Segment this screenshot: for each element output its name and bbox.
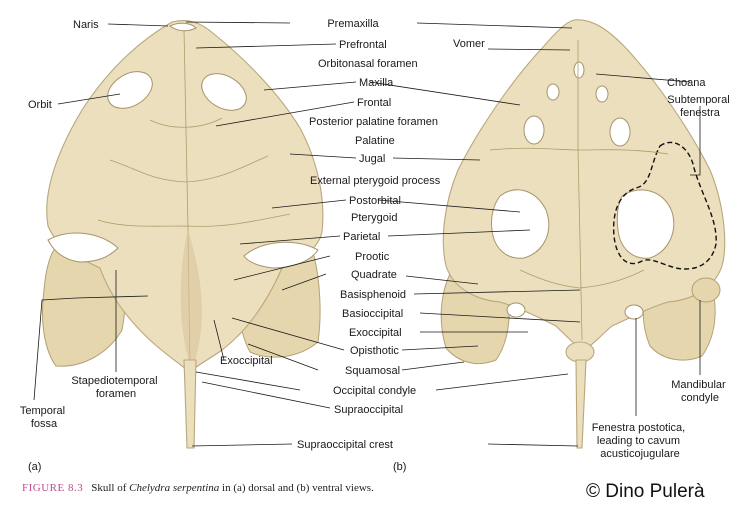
label-stapediotemporal-foramen: Stapediotemporal foramen [71, 375, 160, 400]
ventral-supraoccipital-crest [575, 359, 587, 449]
label-premaxilla: Premaxilla [327, 18, 379, 30]
dorsal-supraoccipital-crest [183, 359, 197, 449]
labels: Naris Orbit Premaxilla Prefrontal Orbito… [20, 18, 732, 473]
label-maxilla: Maxilla [359, 77, 394, 89]
label-mandibular-condyle: Mandibular condyle [671, 379, 728, 404]
label-quadrate: Quadrate [351, 269, 397, 281]
dorsal-left-temporal-fossa [47, 232, 119, 263]
label-vomer: Vomer [453, 38, 485, 50]
ventral-midline-suture [577, 40, 583, 341]
caption-part-3: in (a) dorsal and (b) ventral views. [219, 482, 374, 494]
fenestra-postotica-line-2: leading to cavum [597, 435, 680, 447]
dorsal-right-temporal-fossa [243, 241, 319, 269]
caption-part-1: Skull of [91, 482, 130, 494]
stapediotemporal-line-1: Stapediotemporal [71, 375, 157, 387]
ventral-left-fenestra-postotica [506, 302, 526, 318]
dorsal-shadow [180, 230, 202, 370]
ventral-left-posterior-palatine-foramen [523, 115, 545, 145]
label-occipital-condyle: Occipital condyle [333, 385, 416, 397]
label-postorbital: Postorbital [349, 195, 401, 207]
label-squamosal: Squamosal [345, 365, 400, 377]
ventral-skull [440, 19, 726, 449]
ventral-right-fenestra-postotica [624, 304, 644, 320]
dorsal-suture-2 [109, 155, 269, 183]
label-fenestra-postotica: Fenestra postotica, leading to cavum acu… [592, 422, 689, 460]
dorsal-suture-1 [149, 117, 223, 128]
stapediotemporal-line-2: foramen [96, 388, 136, 400]
label-frontal: Frontal [357, 97, 391, 109]
label-exoccipital-center: Exoccipital [349, 327, 402, 339]
ventral-left-orbitonasal-foramen [546, 83, 560, 101]
label-pterygoid: Pterygoid [351, 212, 397, 224]
dorsal-suture-3 [97, 213, 291, 227]
ventral-left-subtemporal-fenestra [491, 189, 550, 259]
label-parietal: Parietal [343, 231, 380, 243]
fenestra-postotica-line-1: Fenestra postotica, [592, 422, 686, 434]
label-prootic: Prootic [355, 251, 390, 263]
mandibular-line-1: Mandibular [671, 379, 726, 391]
label-supraoccipital: Supraoccipital [334, 404, 403, 416]
temporal-fossa-line-1: Temporal [20, 405, 65, 417]
ventral-occipital-condyle [565, 341, 595, 363]
label-jugal: Jugal [359, 153, 385, 165]
label-orbit: Orbit [28, 99, 52, 111]
mandibular-line-2: condyle [681, 392, 719, 404]
figure-caption: FIGURE 8.3 Skull of Chelydra serpentina i… [22, 482, 374, 494]
panel-b-label: (b) [393, 461, 406, 473]
label-orbitonasal-foramen: Orbitonasal foramen [318, 58, 418, 70]
dorsal-right-orbit [201, 73, 247, 111]
label-supraoccipital-crest: Supraoccipital crest [297, 439, 393, 451]
ventral-right-orbitonasal-foramen [595, 85, 609, 103]
ventral-suture-1 [489, 147, 669, 155]
ventral-suture-2 [519, 269, 645, 289]
label-choana: Choana [667, 77, 706, 89]
fenestra-postotica-line-3: acusticojugulare [600, 448, 680, 460]
temporal-fossa-line-2: fossa [31, 418, 58, 430]
ventral-right-subtemporal-fenestra [616, 189, 675, 259]
label-temporal-fossa: Temporal fossa [20, 405, 68, 430]
subtemporal-line-2: fenestra [680, 107, 721, 119]
label-palatine: Palatine [355, 135, 395, 147]
label-posterior-palatine-foramen: Posterior palatine foramen [309, 116, 438, 128]
illustrator-credit: © Dino Pulerà [586, 481, 705, 502]
subtemporal-line-1: Subtemporal [667, 94, 729, 106]
label-exoccipital-left: Exoccipital [220, 355, 273, 367]
dorsal-naris [169, 22, 197, 32]
caption-species: Chelydra serpentina [129, 482, 220, 494]
label-external-pterygoid-process: External pterygoid process [310, 175, 441, 187]
dorsal-left-orbit [107, 71, 153, 109]
figure-number: FIGURE 8.3 [22, 482, 84, 494]
label-basisphenoid: Basisphenoid [340, 289, 406, 301]
label-subtemporal-fenestra: Subtemporal fenestra [667, 94, 732, 119]
label-basioccipital: Basioccipital [342, 308, 403, 320]
label-naris: Naris [73, 19, 99, 31]
label-prefrontal: Prefrontal [339, 39, 387, 51]
panel-a-label: (a) [28, 461, 41, 473]
label-opisthotic: Opisthotic [350, 345, 399, 357]
subtemporal-fenestra-outline [612, 141, 717, 270]
leader-lines [33, 21, 701, 447]
ventral-choana [573, 61, 585, 79]
ventral-mandibular-condyle [691, 277, 721, 303]
ventral-right-posterior-palatine-foramen [609, 117, 631, 147]
